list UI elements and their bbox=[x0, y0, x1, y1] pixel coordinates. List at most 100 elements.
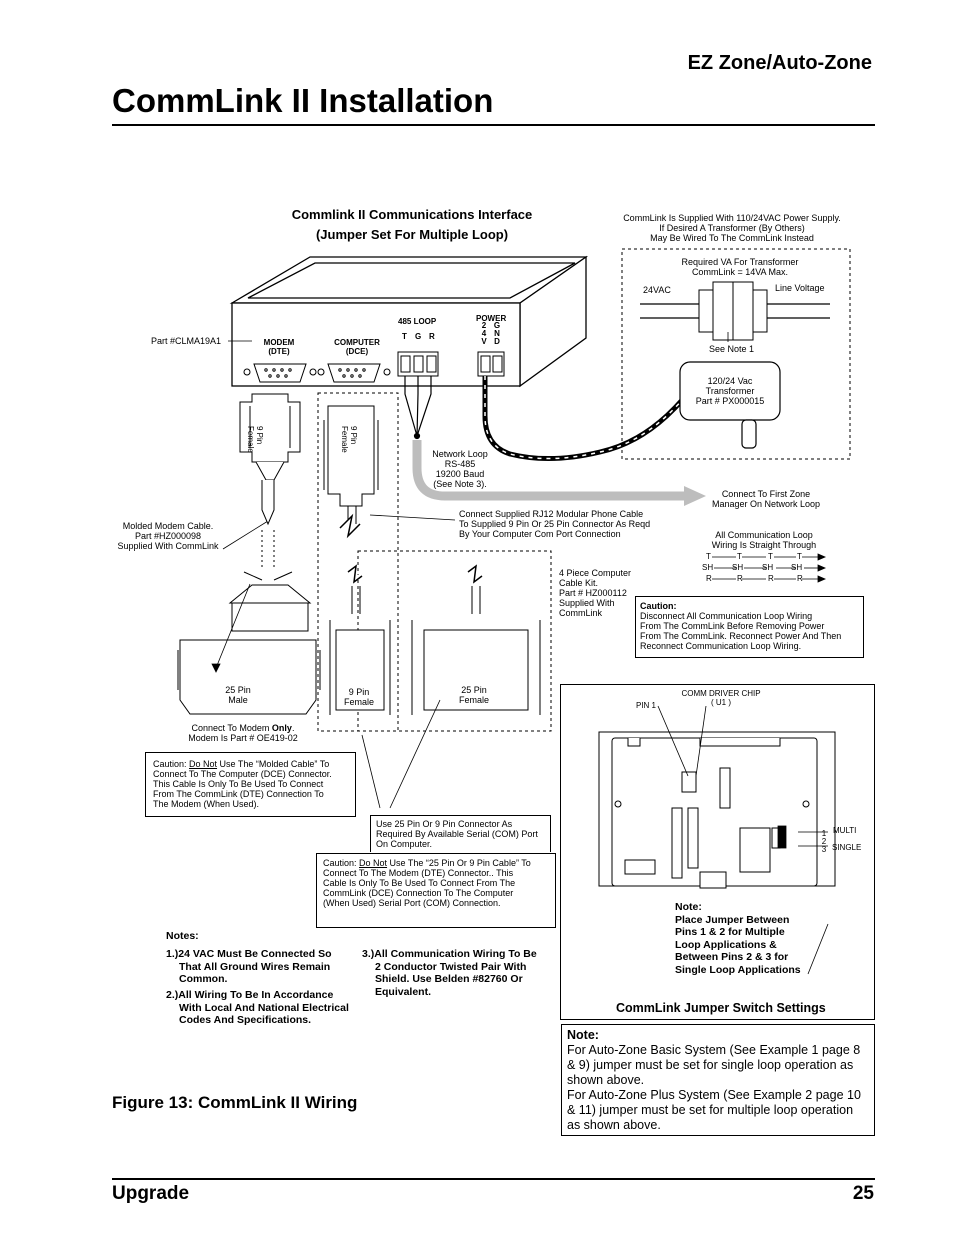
caution-pin-5: (When Used) Serial Port (COM) Connection… bbox=[323, 898, 501, 908]
caution-molded-3: This Cable Is Only To Be Used To Connect bbox=[153, 779, 324, 789]
figure-caption: Figure 13: CommLink II Wiring bbox=[112, 1093, 358, 1112]
chip-label-2: ( U1 ) bbox=[711, 698, 731, 707]
caution-molded-2: Connect To The Computer (DCE) Connector. bbox=[153, 769, 332, 779]
va-note-1: Required VA For Transformer bbox=[681, 257, 799, 267]
power-24v-3: V bbox=[481, 337, 487, 346]
note-1-line-1: 1.)24 VAC Must Be Connected So bbox=[166, 948, 332, 960]
transformer-label: 120/24 Vac Transformer Part # PX000015 bbox=[680, 376, 780, 406]
note-2-line-2: With Local And National Electrical bbox=[179, 1001, 349, 1014]
note-3: 3.)All Communication Wiring To Be 2 Cond… bbox=[362, 948, 537, 998]
note-1-line-3: Common. bbox=[179, 973, 228, 985]
note-2-line-3: Codes And Specifications. bbox=[179, 1014, 312, 1026]
first-zone-2: Manager On Network Loop bbox=[711, 499, 821, 509]
computer-label: COMPUTER (DCE) bbox=[330, 338, 384, 356]
loop-row-t2: T bbox=[737, 552, 742, 561]
caution-loop-box: Caution: Disconnect All Communication Lo… bbox=[635, 596, 864, 658]
auto-note-line-5: & 11) jumper must be set for multiple lo… bbox=[567, 1103, 854, 1117]
see-note-1: See Note 1 bbox=[709, 344, 755, 354]
loop-wires bbox=[404, 376, 432, 440]
supply-note-1: CommLink Is Supplied With 110/24VAC Powe… bbox=[623, 213, 841, 223]
diagram-title-1: Commlink II Communications Interface bbox=[291, 207, 533, 222]
single-label: SINGLE bbox=[832, 843, 862, 852]
kit-1: 4 Piece Computer bbox=[559, 568, 632, 578]
auto-note-line-4: For Auto-Zone Plus System (See Example 2… bbox=[567, 1088, 861, 1102]
modem-only-1b: Only bbox=[271, 723, 292, 733]
use25-2: Required By Available Serial (COM) Port bbox=[376, 829, 538, 839]
kit-2: Cable Kit. bbox=[559, 578, 599, 588]
caution-molded-5: The Modem (When Used). bbox=[153, 799, 260, 809]
modem-only-note: Connect To Modem Only. Modem Is Part # O… bbox=[176, 723, 310, 743]
pin25-male-1: 25 Pin bbox=[225, 685, 251, 695]
jumper-note-2: Place Jumper Between bbox=[675, 913, 790, 926]
note-3-line-2: 2 Conductor Twisted Pair With bbox=[375, 960, 527, 973]
network-loop-4: (See Note 3). bbox=[433, 479, 487, 489]
kit-9pin bbox=[329, 564, 391, 715]
rj12-note-1: Connect Supplied RJ12 Modular Phone Cabl… bbox=[459, 509, 644, 519]
caution-pin-2: Connect To The Modem (DTE) Connector.. T… bbox=[323, 868, 514, 878]
supply-note: CommLink Is Supplied With 110/24VAC Powe… bbox=[612, 213, 852, 243]
computer-9pin-label: 9 Pin Female bbox=[340, 426, 358, 453]
note-3-line-3: Shield. Use Belden #82760 Or bbox=[375, 973, 523, 985]
caution-pin-1c: Use The “25 Pin Or 9 Pin Cable” To bbox=[387, 858, 531, 868]
molded-cable-3: Supplied With CommLink bbox=[117, 541, 219, 551]
kit-25pin bbox=[411, 564, 541, 715]
loop-row-r4: R bbox=[797, 574, 803, 583]
power-cable bbox=[482, 376, 701, 461]
kit-5: CommLink bbox=[559, 608, 603, 618]
use25-note: Use 25 Pin Or 9 Pin Connector As Require… bbox=[370, 815, 551, 852]
auto-note-heading: Note: bbox=[567, 1028, 599, 1042]
power-gnd-2: N bbox=[494, 329, 500, 338]
jumper-num-2: 2 bbox=[821, 837, 827, 846]
caution-molded-1b: Do Not bbox=[189, 759, 218, 769]
pin9-female-2: Female bbox=[343, 697, 374, 707]
note-2: 2.)All Wiring To Be In Accordance With L… bbox=[166, 989, 349, 1027]
caution-loop-4: From The CommLink. Reconnect Power And T… bbox=[640, 631, 842, 641]
loop-wiring-2: Wiring Is Straight Through bbox=[711, 540, 817, 550]
vac-24: 24VAC bbox=[643, 285, 671, 295]
note-1: 1.)24 VAC Must Be Connected So That All … bbox=[166, 948, 332, 986]
caution-loop-1: Caution: bbox=[640, 601, 677, 611]
pin25-male-2: Male bbox=[228, 695, 248, 705]
jumper-note-3: Pins 1 & 2 for Multiple bbox=[675, 926, 785, 938]
rj12-note-3: By Your Computer Com Port Connection bbox=[459, 529, 621, 539]
caution-molded-4: From The CommLink (DTE) Connection To bbox=[153, 789, 324, 799]
loop-row-r3: R bbox=[768, 574, 774, 583]
rj12-note: Connect Supplied RJ12 Modular Phone Cabl… bbox=[459, 509, 650, 539]
molded-cable-2: Part #HZ000098 bbox=[134, 531, 202, 541]
computer-label-2: (DCE) bbox=[345, 347, 369, 356]
auto-note-line-3: shown above. bbox=[567, 1073, 645, 1087]
loop-row-t3: T bbox=[768, 552, 773, 561]
loop-term-r: R bbox=[429, 332, 435, 341]
jumper-note-5: Between Pins 2 & 3 for bbox=[675, 951, 789, 963]
caution-molded-1a: Caution: bbox=[153, 759, 190, 769]
part-number: Part #CLMA19A1 bbox=[151, 336, 222, 346]
auto-note-line-1: For Auto-Zone Basic System (See Example … bbox=[567, 1043, 861, 1057]
first-zone-1: Connect To First Zone bbox=[721, 489, 811, 499]
pin9-female-label: 9 Pin Female bbox=[334, 687, 384, 707]
loop-row-r: R bbox=[706, 574, 712, 583]
pin25-female-1: 25 Pin bbox=[461, 685, 487, 695]
pin25-female-label: 25 Pin Female bbox=[446, 685, 502, 705]
jumper-nums: 1 2 3 bbox=[820, 830, 828, 854]
va-note: Required VA For Transformer CommLink = 1… bbox=[640, 257, 840, 277]
line-voltage: Line Voltage bbox=[775, 283, 825, 293]
computer-port bbox=[317, 363, 391, 383]
computer-label-1: COMPUTER bbox=[334, 338, 380, 347]
loop-wiring-title: All Communication Loop Wiring Is Straigh… bbox=[696, 530, 832, 550]
power-gnd-1: G bbox=[493, 321, 501, 330]
loop-term-g: G bbox=[415, 332, 422, 341]
rj12-note-2: To Supplied 9 Pin Or 25 Pin Connector As… bbox=[459, 519, 651, 529]
power-24v-2: 4 bbox=[481, 329, 487, 338]
pin25-male-label: 25 Pin Male bbox=[210, 685, 266, 705]
page-title: CommLink II Installation bbox=[112, 82, 494, 119]
loop-row-sh3: SH bbox=[762, 563, 774, 572]
loop-label: 485 LOOP bbox=[398, 317, 437, 326]
caution-molded-box: Caution: Do Not Use The “Molded Cable” T… bbox=[145, 752, 356, 817]
network-loop-3: 19200 Baud bbox=[435, 469, 485, 479]
use25-3: On Computer. bbox=[376, 839, 433, 849]
supply-note-2: If Desired A Transformer (By Others) bbox=[659, 223, 805, 233]
transformer-label-2: Transformer bbox=[705, 386, 755, 396]
multi-label: MULTI bbox=[833, 826, 857, 835]
molded-cable-note: Molded Modem Cable. Part #HZ000098 Suppl… bbox=[110, 521, 226, 551]
jumper-note-4: Loop Applications & bbox=[675, 938, 777, 951]
